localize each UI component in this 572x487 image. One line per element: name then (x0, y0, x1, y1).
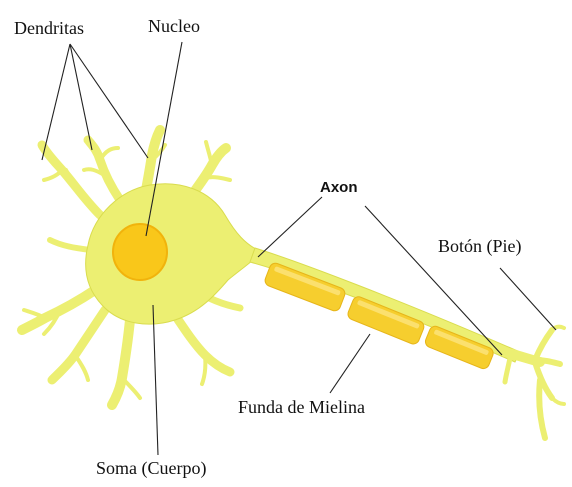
label-soma: Soma (Cuerpo) (96, 458, 206, 479)
label-nucleo: Nucleo (148, 16, 200, 36)
leader-boton (500, 268, 556, 330)
leader-axon-1 (258, 197, 322, 257)
label-funda-de-mielina: Funda de Mielina (238, 397, 365, 417)
label-boton: Botón (Pie) (438, 236, 522, 257)
myelin-sheath (263, 261, 495, 370)
label-dendritas: Dendritas (14, 18, 84, 38)
axon-terminal (505, 327, 564, 438)
leader-soma (153, 305, 158, 455)
nucleus (113, 224, 167, 280)
label-axon: Axon (320, 179, 358, 196)
leader-mielina (330, 334, 370, 393)
leader-dendritas-1 (42, 44, 70, 160)
